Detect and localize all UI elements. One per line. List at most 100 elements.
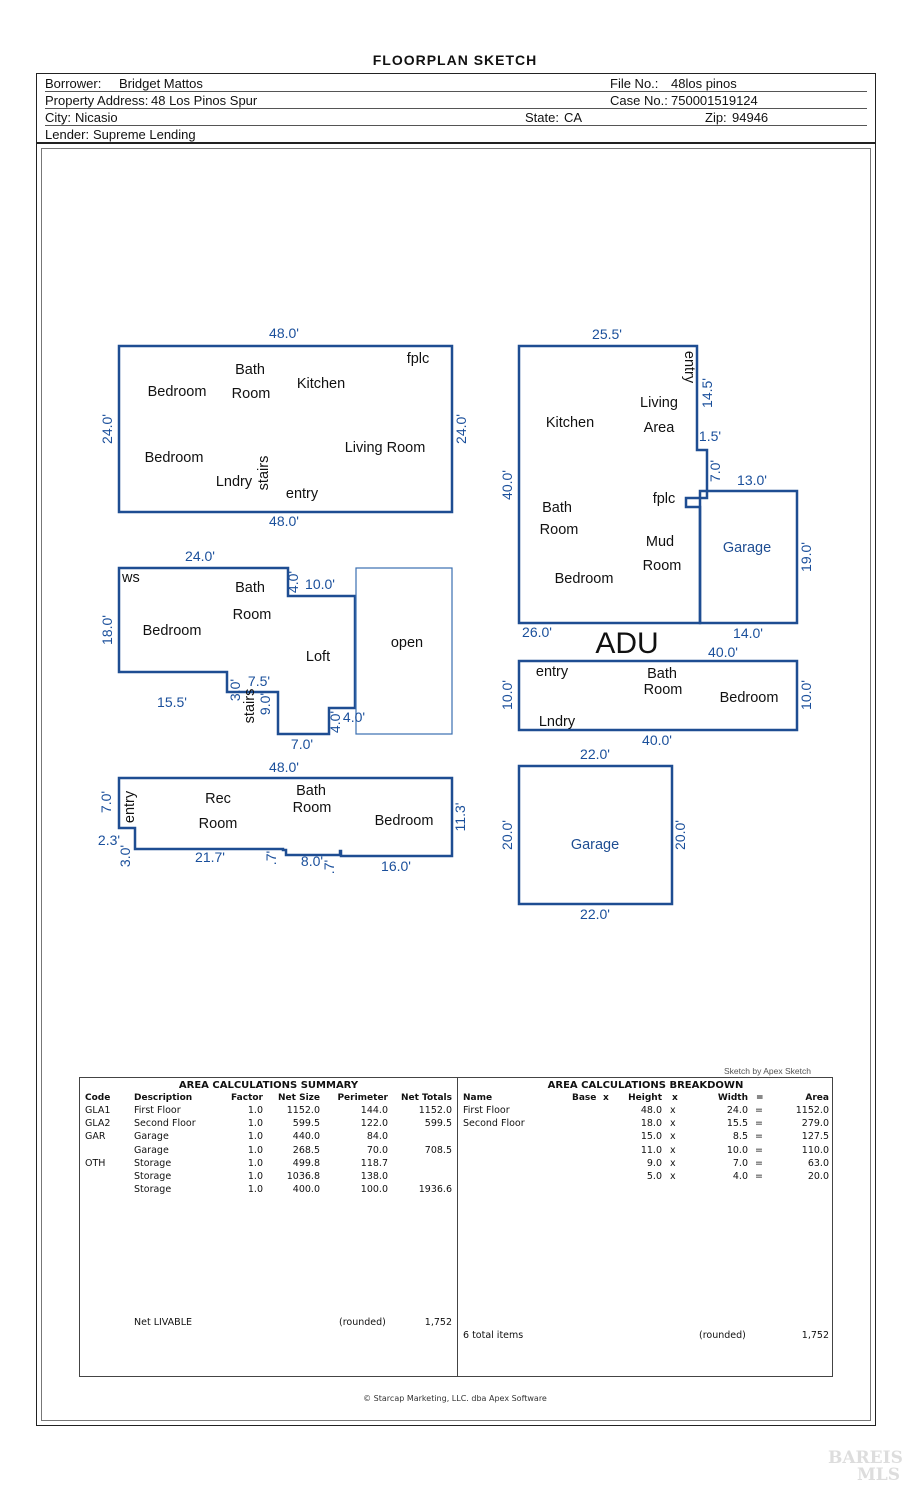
room-label: stairs [256, 456, 272, 491]
table-cell: 440.0 [292, 1131, 320, 1143]
room-label: Room [233, 607, 272, 623]
total-items-label: 6 total items [463, 1330, 524, 1341]
table-cell: = [755, 1131, 763, 1143]
table-cell: 1.0 [247, 1131, 263, 1143]
room-label: Bath [296, 783, 326, 799]
room-label: Rec [205, 791, 231, 807]
room-label: Garage [571, 837, 619, 853]
breakdown-column-header: Area [805, 1093, 829, 1103]
room-label: Bedroom [148, 384, 207, 400]
table-cell: 24.0 [726, 1105, 748, 1116]
dimension-label: 4.0' [285, 571, 301, 593]
table-cell: 8.5 [732, 1131, 748, 1143]
table-cell: 118.7 [360, 1157, 388, 1169]
dimension-label: 7.5' [248, 673, 270, 689]
lower-level-outline [117, 776, 454, 858]
header-row-city: City: Nicasio State: CA Zip: 94946 [45, 109, 867, 126]
dimension-label: 40.0' [499, 470, 515, 500]
table-cell: 1152.0 [795, 1105, 829, 1116]
lender-label: Lender: [45, 127, 90, 142]
table-cell: 63.0 [807, 1157, 829, 1169]
floorplan-sketch: 48.0' 48.0' 24.0' 24.0' Bedroom Bath Roo… [98, 325, 814, 922]
room-label: Room [643, 558, 682, 574]
summary-column-header: Factor [231, 1093, 263, 1103]
table-cell: 70.0 [366, 1144, 388, 1156]
copyright-text: © Starcap Marketing, LLC. dba Apex Softw… [363, 1394, 547, 1403]
adu-outline [517, 344, 709, 625]
table-cell: 5.0 [646, 1171, 662, 1182]
table-cell: GLA1 [85, 1105, 111, 1116]
dimension-label: 11.3' [452, 803, 468, 832]
room-label: Garage [723, 540, 771, 556]
table-cell: 1936.6 [418, 1184, 452, 1196]
table-cell: Second Floor [134, 1118, 196, 1130]
dimension-label: .7' [263, 851, 279, 865]
room-label: Bath [235, 362, 265, 378]
state-label: State: [525, 110, 559, 125]
lender-value: Supreme Lending [93, 127, 196, 142]
city-value: Nicasio [75, 110, 118, 125]
dimension-label: 20.0' [499, 820, 515, 850]
garage-plan: 22.0' 20.0' 20.0' 22.0' Garage [499, 746, 688, 922]
dimension-label: 24.0' [453, 414, 469, 444]
breakdown-column-header: Height [628, 1093, 662, 1103]
table-cell: x [670, 1105, 676, 1116]
table-cell: 84.0 [366, 1131, 388, 1143]
sketch-inner-frame [41, 148, 871, 1421]
open-area-outline [355, 567, 453, 735]
table-cell: 100.0 [360, 1184, 388, 1196]
dimension-label: 10.0' [499, 680, 515, 710]
table-cell: First Floor [463, 1105, 510, 1116]
table-cell: 20.0 [807, 1171, 829, 1182]
table-cell: OTH [85, 1157, 106, 1169]
room-label: entry [681, 351, 697, 384]
room-label: Bath [647, 666, 677, 682]
room-label: Lndry [539, 714, 576, 730]
summary-column-header: Description [134, 1093, 193, 1103]
dimension-label: 24.0' [99, 414, 115, 444]
room-label: Room [540, 522, 579, 538]
table-cell: 279.0 [801, 1118, 829, 1130]
table-cell: 268.5 [292, 1144, 320, 1156]
address-value: 48 Los Pinos Spur [151, 93, 258, 108]
room-label: Room [199, 816, 238, 832]
dimension-label: 10.0' [305, 576, 335, 592]
table-cell: 18.0 [640, 1118, 662, 1130]
room-label: Bedroom [375, 813, 434, 829]
net-rounded-label: (rounded) [339, 1317, 386, 1328]
table-cell: 7.0 [732, 1157, 748, 1169]
breakdown-title: AREA CALCULATIONS BREAKDOWN [547, 1080, 744, 1091]
table-cell: = [755, 1105, 763, 1116]
table-cell: GAR [85, 1131, 106, 1143]
table-cell: = [755, 1157, 763, 1169]
sketch-frame [36, 143, 876, 1426]
room-label: Kitchen [297, 376, 345, 392]
dimension-label: 22.0' [580, 906, 610, 922]
summary-column-header: Code [85, 1093, 111, 1103]
room-label: Area [644, 420, 676, 436]
dimension-label: 1.5' [699, 428, 721, 444]
breakdown-rounded-label: (rounded) [699, 1330, 746, 1341]
state-value: CA [564, 110, 583, 125]
table-cell: x [670, 1131, 676, 1143]
room-label: entry [536, 664, 569, 680]
table-cell: 599.5 [292, 1118, 320, 1130]
room-label: Living Room [345, 440, 426, 456]
summary-column-header: Perimeter [337, 1093, 388, 1103]
header-row-borrower: Borrower: Bridget Mattos File No.: 48los… [45, 75, 867, 92]
dimension-label: 21.7' [195, 849, 225, 865]
breakdown-column-header: x [672, 1093, 678, 1103]
room-label: stairs [242, 689, 258, 724]
dimension-label: 7.0' [291, 736, 313, 752]
header-row-address: Property Address: 48 Los Pinos Spur Case… [45, 92, 867, 109]
room-label: Kitchen [546, 415, 594, 431]
breakdown-column-header: Base [572, 1093, 597, 1103]
first-floor-outline [117, 344, 454, 514]
room-label: ws [121, 570, 140, 586]
table-cell: 127.5 [801, 1131, 829, 1143]
summary-column-header: Net Totals [400, 1093, 452, 1103]
table-cell: 10.0 [726, 1144, 748, 1156]
room-label: fplc [407, 351, 430, 367]
room-label: Bedroom [555, 571, 614, 587]
table-cell: 4.0 [732, 1171, 748, 1182]
